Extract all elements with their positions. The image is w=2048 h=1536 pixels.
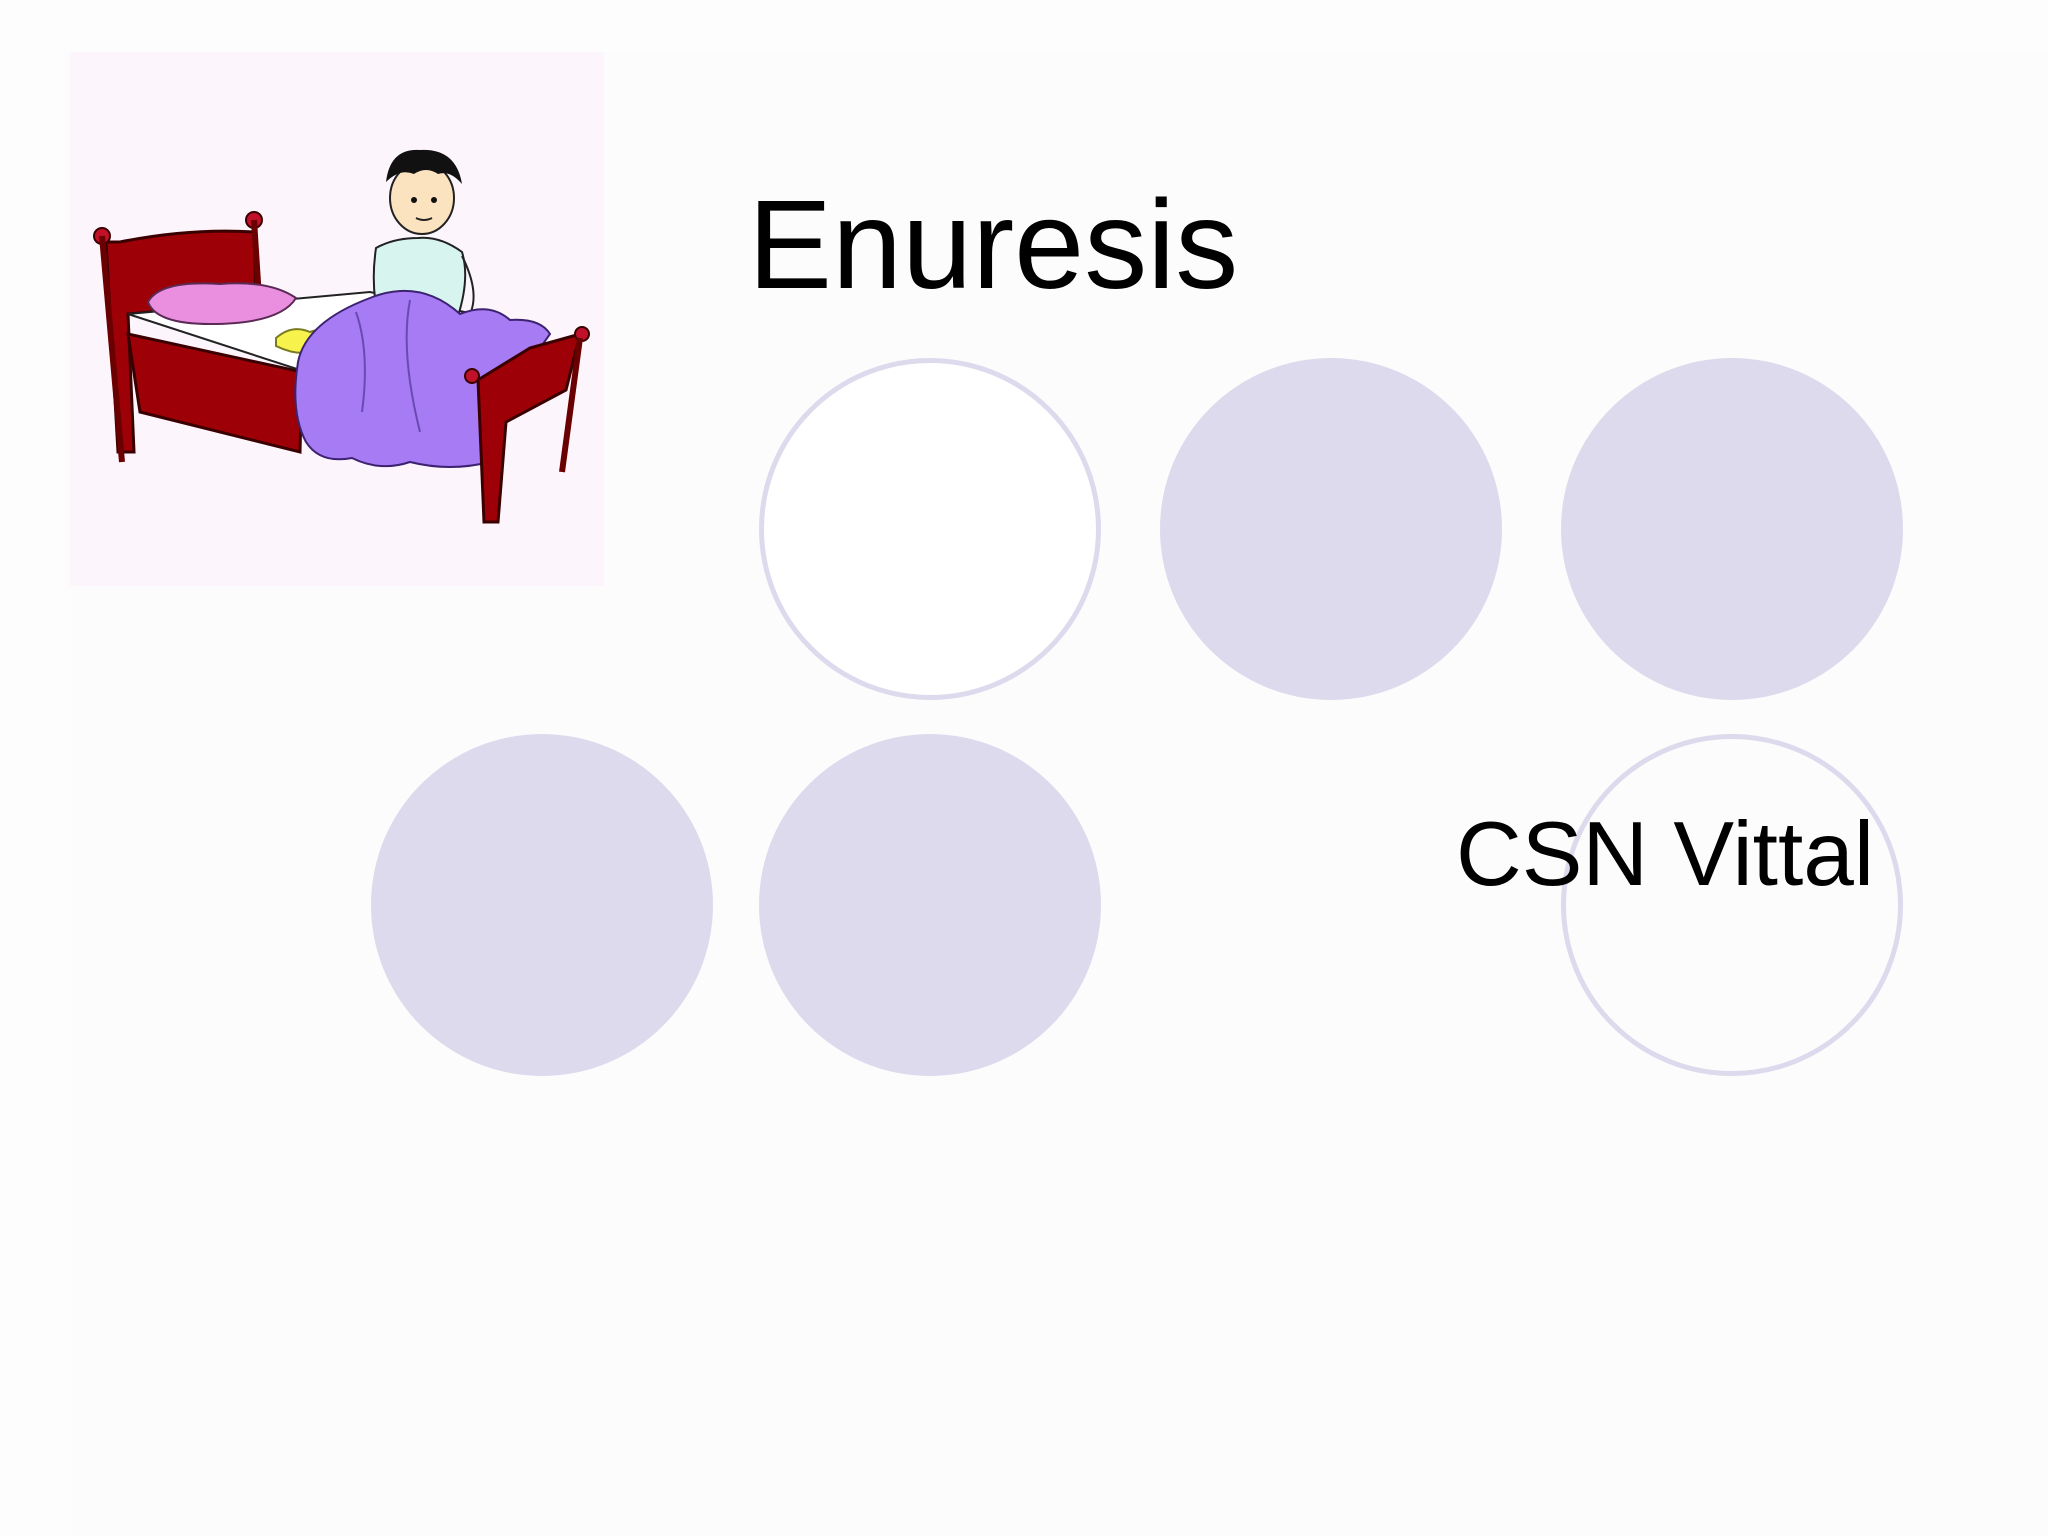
decorative-circle-filled-top-right: [1561, 358, 1903, 700]
decorative-circle-filled-top-middle: [1160, 358, 1502, 700]
decorative-circle-filled-bottom-left: [371, 734, 713, 1076]
decorative-circle-filled-bottom-middle: [759, 734, 1101, 1076]
decorative-circle-outline-bottom-right: [1561, 734, 1903, 1076]
bedwetting-child-image: [70, 52, 604, 586]
slide-title: Enuresis: [748, 174, 1239, 315]
decorative-circle-outline-top: [759, 358, 1101, 700]
bedwetting-clipart-icon: [93, 149, 590, 524]
slide-subtitle-author: CSN Vittal: [1456, 804, 1875, 905]
